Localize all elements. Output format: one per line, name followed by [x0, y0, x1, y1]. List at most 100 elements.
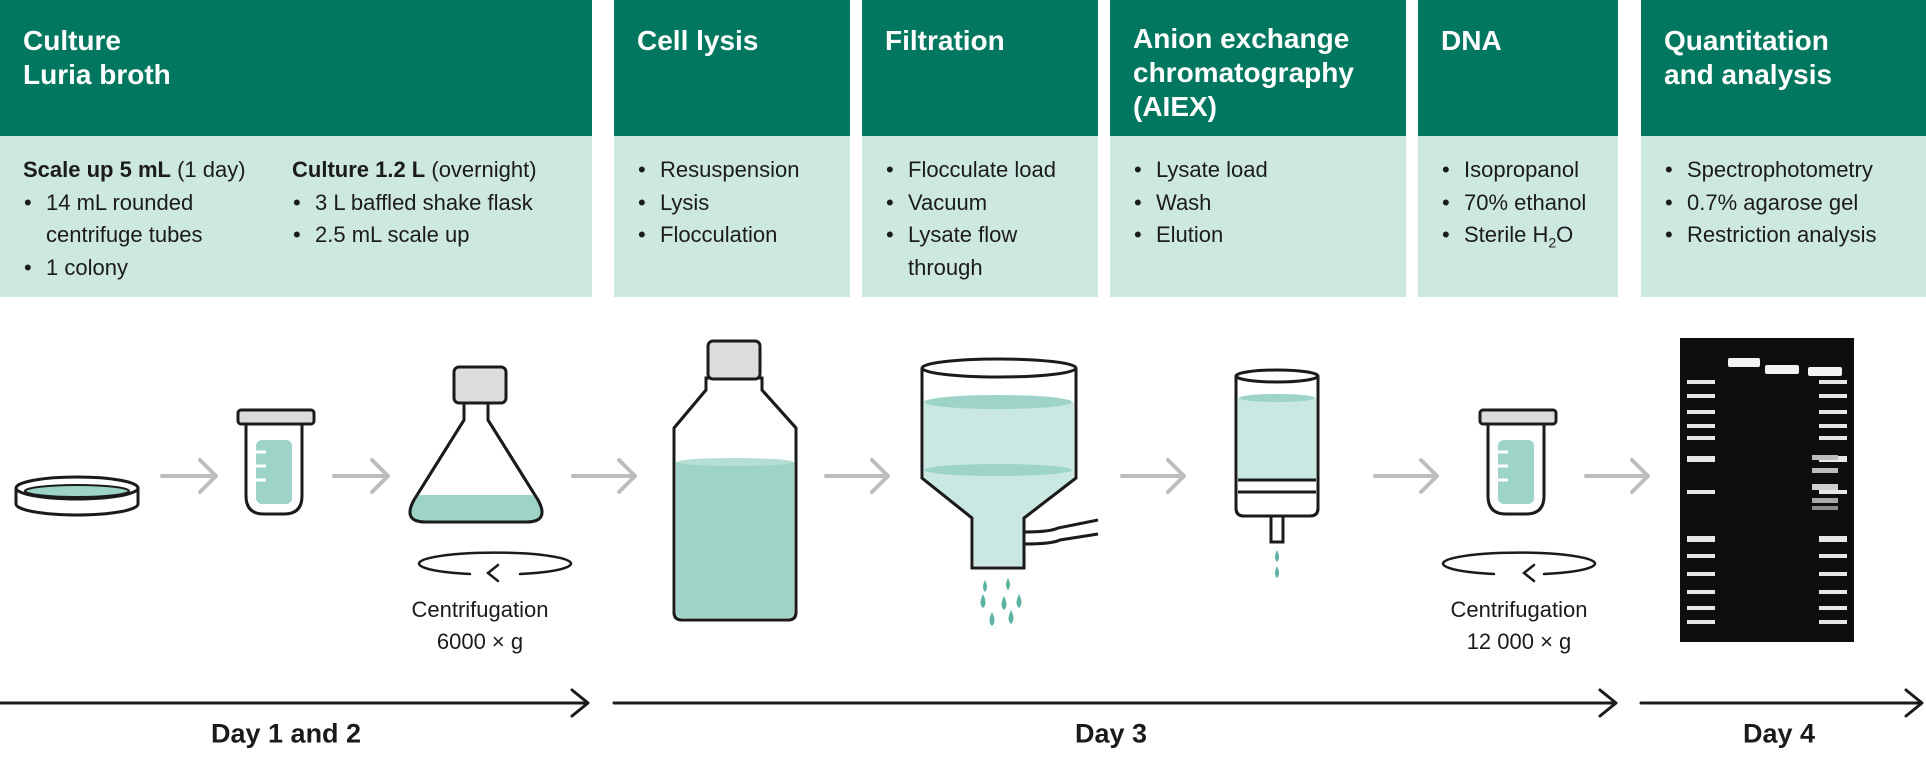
column-header: Filtration: [862, 0, 1098, 136]
gel-band: [1687, 380, 1715, 384]
gel-band: [1819, 424, 1847, 428]
column-header: Anion exchange chromatography (AIEX): [1110, 0, 1406, 136]
list-item: 14 mL rounded centrifuge tubes: [23, 187, 268, 252]
vacuum-funnel-icon: [920, 357, 1099, 626]
agarose-gel-icon: [1680, 338, 1854, 642]
day-label: Day 3: [1075, 718, 1148, 749]
column-culture: Culture Luria broth Scale up 5 mL (1 day…: [0, 0, 592, 297]
bottle-icon: [672, 339, 798, 622]
list-item: Flocculation: [637, 219, 827, 252]
item-list: Flocculate load Vacuum Lysate flow throu…: [885, 154, 1075, 284]
column-header: Quantitation and analysis: [1641, 0, 1926, 136]
list-item: Wash: [1133, 187, 1383, 220]
gel-band: [1687, 590, 1715, 594]
process-arrow-icon: [571, 458, 637, 494]
aiex-column-icon: [1234, 368, 1320, 578]
process-arrow-icon: [824, 458, 890, 494]
gel-band: [1819, 606, 1847, 610]
gel-band: [1819, 572, 1847, 576]
column-body: Flocculate load Vacuum Lysate flow throu…: [862, 136, 1098, 297]
item-list: Resuspension Lysis Flocculation: [637, 154, 827, 252]
gel-band: [1687, 572, 1715, 576]
gel-band: [1819, 380, 1847, 384]
list-item: 3 L baffled shake flask: [292, 187, 582, 220]
shake-flask-icon: [408, 365, 544, 524]
list-item: Isopropanol: [1441, 154, 1595, 187]
list-item: 2.5 mL scale up: [292, 219, 582, 252]
item-list: 14 mL rounded centrifuge tubes 1 colony: [23, 187, 268, 285]
rotation-icon: [1441, 551, 1597, 583]
gel-band: [1687, 554, 1715, 558]
list-item: 70% ethanol: [1441, 187, 1595, 220]
caption-line: 6000 × g: [436, 629, 524, 654]
item-list: 3 L baffled shake flask 2.5 mL scale up: [292, 187, 582, 252]
subcolumn-heading: Scale up 5 mL (1 day): [23, 157, 246, 182]
column-filtration: Filtration Flocculate load Vacuum Lysate…: [862, 0, 1098, 297]
timeline-arrow-icon: [612, 688, 1618, 718]
column-title: Anion exchange: [1133, 23, 1350, 54]
petri-dish-icon: [14, 475, 140, 517]
column-aiex: Anion exchange chromatography (AIEX) Lys…: [1110, 0, 1406, 297]
column-title: Luria broth: [23, 59, 171, 90]
list-item: Lysate load: [1133, 154, 1383, 187]
column-header: DNA: [1418, 0, 1618, 136]
list-item: Restriction analysis: [1664, 219, 1903, 252]
column-body: Spectrophotometry 0.7% agarose gel Restr…: [1641, 136, 1926, 297]
gel-band: [1687, 490, 1715, 494]
centrifugation-caption: Centrifugation 12 000 × g: [1409, 594, 1629, 658]
column-header: Cell lysis: [614, 0, 850, 136]
item-list: Spectrophotometry 0.7% agarose gel Restr…: [1664, 154, 1903, 252]
gel-band: [1819, 620, 1847, 624]
timeline-arrow-icon: [0, 688, 590, 718]
gel-band: [1819, 394, 1847, 398]
gel-band: [1687, 620, 1715, 624]
gel-band: [1819, 590, 1847, 594]
caption-line: 12 000 × g: [1466, 629, 1572, 654]
list-item: 0.7% agarose gel: [1664, 187, 1903, 220]
subcolumn-heading: Culture 1.2 L (overnight): [292, 157, 537, 182]
process-arrow-icon: [1120, 458, 1186, 494]
gel-band: [1819, 436, 1847, 440]
column-body: Lysate load Wash Elution: [1110, 136, 1406, 297]
process-arrow-icon: [160, 458, 218, 494]
gel-band: [1687, 410, 1715, 414]
list-item: 1 colony: [23, 252, 268, 285]
list-item: Lysate flow through: [885, 219, 1075, 284]
gel-band: [1687, 456, 1715, 462]
gel-band: [1819, 554, 1847, 558]
gel-band: [1819, 536, 1847, 542]
day-label: Day 4: [1743, 718, 1816, 749]
column-title: Filtration: [885, 25, 1005, 56]
column-cell-lysis: Cell lysis Resuspension Lysis Flocculati…: [614, 0, 850, 297]
subcolumn-scale-up: Scale up 5 mL (1 day) 14 mL rounded cent…: [23, 154, 268, 284]
tube-icon: [236, 408, 316, 516]
gel-band: [1687, 536, 1715, 542]
timeline-arrow-icon: [1639, 688, 1924, 718]
column-title: Cell lysis: [637, 25, 759, 56]
list-item: Resuspension: [637, 154, 827, 187]
list-item: Spectrophotometry: [1664, 154, 1903, 187]
column-title: (AIEX): [1133, 91, 1217, 122]
item-list: Lysate load Wash Elution: [1133, 154, 1383, 252]
rotation-icon: [417, 551, 573, 583]
column-body: Isopropanol 70% ethanol Sterile H2O: [1418, 136, 1618, 297]
process-arrow-icon: [1584, 458, 1650, 494]
centrifugation-caption: Centrifugation 6000 × g: [370, 594, 590, 658]
process-arrow-icon: [332, 458, 390, 494]
list-item: Sterile H2O: [1441, 219, 1595, 259]
column-title: DNA: [1441, 25, 1502, 56]
column-title: and analysis: [1664, 59, 1833, 90]
tube-icon: [1478, 408, 1558, 516]
column-title: Quantitation: [1664, 25, 1829, 56]
column-header: Culture Luria broth: [0, 0, 592, 136]
column-dna: DNA Isopropanol 70% ethanol Sterile H2O: [1418, 0, 1618, 297]
gel-band: [1687, 424, 1715, 428]
column-quantitation: Quantitation and analysis Spectrophotome…: [1641, 0, 1926, 297]
list-item: Lysis: [637, 187, 827, 220]
gel-band: [1687, 436, 1715, 440]
gel-band: [1687, 394, 1715, 398]
caption-line: Centrifugation: [411, 597, 549, 622]
column-body: Scale up 5 mL (1 day) 14 mL rounded cent…: [0, 136, 592, 297]
gel-band: [1819, 410, 1847, 414]
